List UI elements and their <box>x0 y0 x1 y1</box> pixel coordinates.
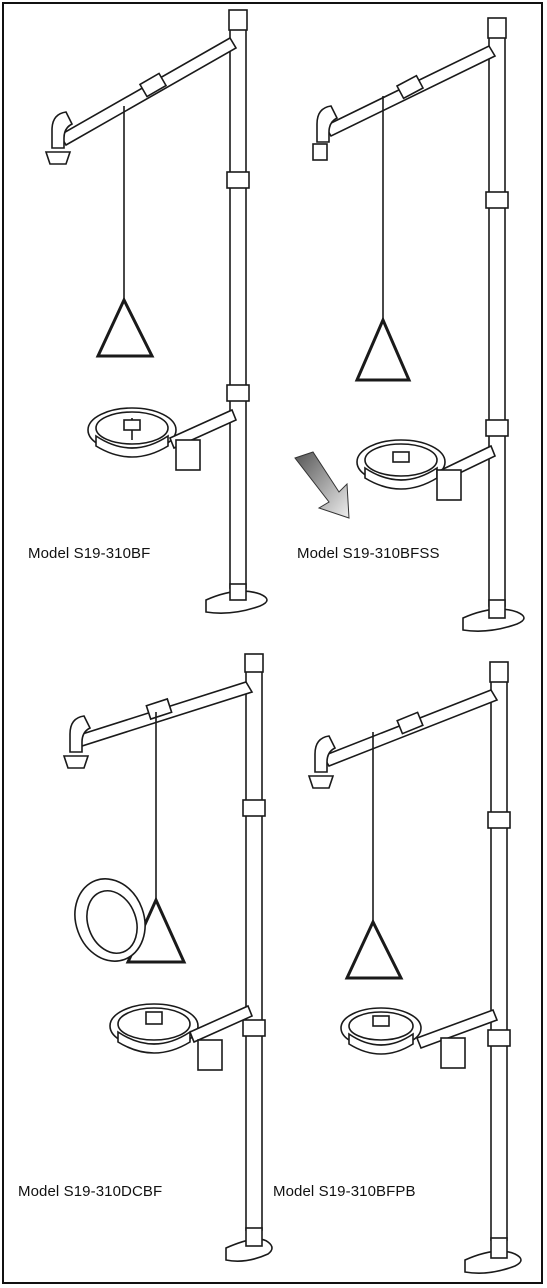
model-caption: Model S19-310BFPB <box>273 1183 416 1200</box>
indicator-arrow-icon <box>294 451 350 519</box>
shower-eyewash-drawing <box>294 17 525 632</box>
shower-eyewash-drawing <box>307 661 522 1274</box>
panel-model-s19-310bfpb: Model S19-310BFPB <box>273 640 546 1288</box>
shower-eyewash-drawing <box>62 653 273 1262</box>
model-caption: Model S19-310DCBF <box>18 1183 163 1200</box>
shower-eyewash-drawing <box>44 9 268 614</box>
panel-model-s19-310bf: Model S19-310BF <box>0 0 273 640</box>
panel-model-s19-310dcbf: Model S19-310DCBF <box>0 640 273 1288</box>
model-caption: Model S19-310BF <box>28 545 151 562</box>
model-caption: Model S19-310BFSS <box>297 545 440 562</box>
panel-model-s19-310bfss: Model S19-310BFSS <box>273 0 546 640</box>
